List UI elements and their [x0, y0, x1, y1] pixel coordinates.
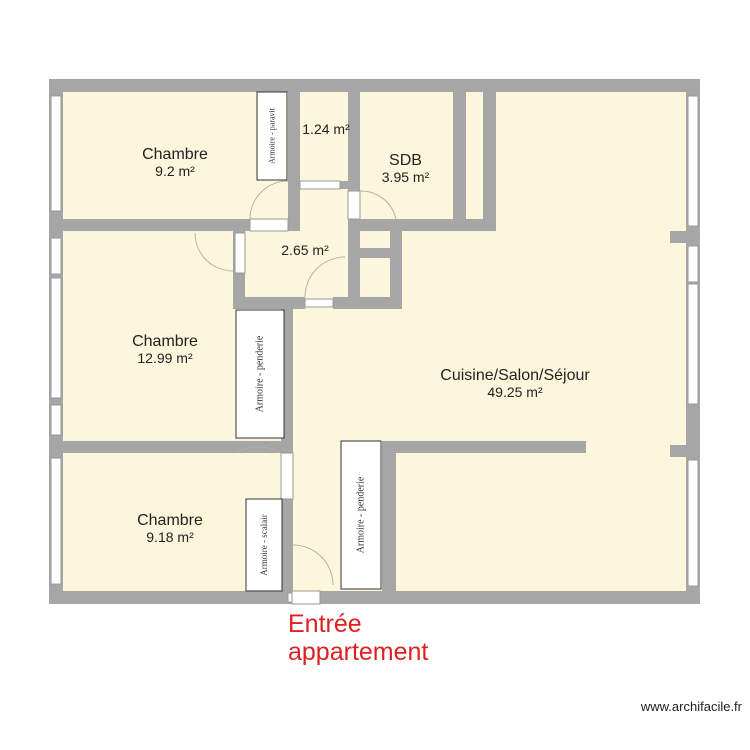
- room-name: Chambre: [132, 333, 198, 350]
- room-sdb: SDB 3.95 m²: [368, 152, 443, 185]
- entrance-line-1: Entrée: [288, 610, 362, 638]
- room-name: Chambre: [137, 512, 203, 529]
- closet-bottom-label: Armoire - scalair: [259, 514, 269, 576]
- closet-bottom: [245, 498, 283, 592]
- room-placard-area: 1.24 m²: [302, 121, 350, 137]
- room-name: SDB: [389, 152, 422, 169]
- closet-mid: [235, 309, 285, 439]
- room-chambre-2: Chambre 12.99 m²: [110, 333, 220, 366]
- entrance-line-2: appartement: [288, 638, 429, 666]
- room-couloir-area: 2.65 m²: [281, 242, 329, 258]
- entrance-label: Entrée appartement: [288, 610, 428, 666]
- room-name: Cuisine/Salon/Séjour: [440, 367, 590, 384]
- room-area: 3.95 m²: [381, 168, 430, 185]
- room-area: 9.2 m²: [155, 162, 195, 179]
- closets: [235, 91, 382, 592]
- room-sejour: Cuisine/Salon/Séjour 49.25 m²: [405, 367, 625, 400]
- closet-right: [340, 440, 382, 590]
- room-area: 12.99 m²: [137, 349, 193, 366]
- watermark: www.archifacile.fr: [640, 699, 742, 714]
- room-area: 9.18 m²: [146, 528, 194, 545]
- closet-right-label: Armoire - penderie: [355, 476, 367, 554]
- room-chambre-3: Chambre 9.18 m²: [115, 512, 225, 545]
- walls: [49, 79, 700, 604]
- door-swings: [194, 180, 397, 586]
- room-name: Chambre: [142, 146, 208, 163]
- room-chambre-1: Chambre 9.2 m²: [125, 146, 225, 179]
- closet-mid-label: Armoire - penderie: [254, 335, 266, 413]
- doors: [234, 180, 361, 605]
- room-area: 49.25 m²: [487, 383, 543, 400]
- closet-top: [256, 91, 288, 181]
- closet-top-label: Armoire - paravit: [267, 108, 277, 164]
